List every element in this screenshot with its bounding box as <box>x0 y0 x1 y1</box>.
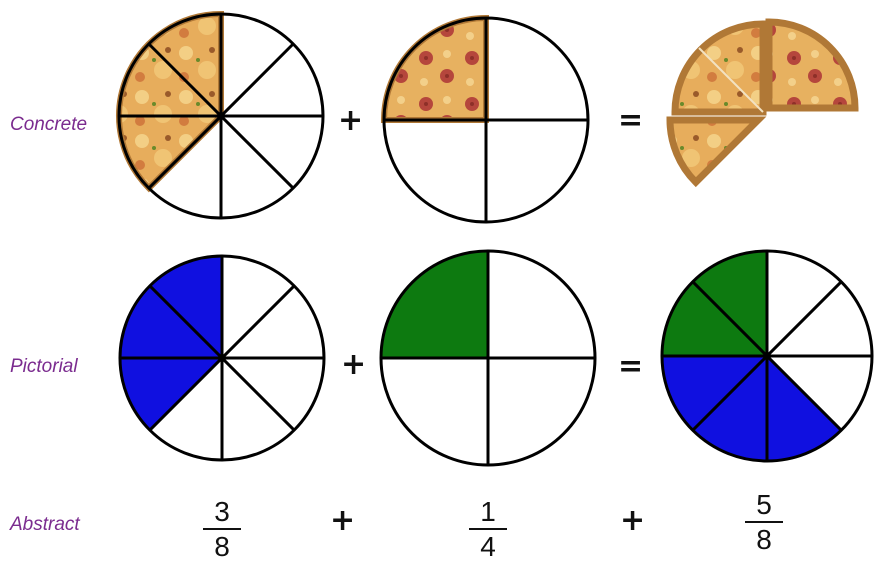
equals-operator: = <box>618 103 644 138</box>
green-eighths <box>662 251 767 356</box>
concrete-eighths-pizza-circle <box>116 10 325 220</box>
plus-operator: + <box>620 503 646 538</box>
eighths-dividers <box>662 251 872 461</box>
fraction-bar <box>745 521 783 523</box>
fraction-numerator: 5 <box>756 489 772 520</box>
row-label-pictorial: Pictorial <box>10 356 78 377</box>
blue-eighth <box>662 356 767 431</box>
fraction-bar <box>203 528 241 530</box>
shaded-eighth <box>120 285 222 358</box>
blue-eighths <box>662 356 842 461</box>
pictorial-quarters-circle <box>379 249 597 467</box>
concrete-quarters-pizza-circle <box>380 14 590 224</box>
equals-operator: = <box>618 349 644 384</box>
green-eighth <box>662 281 767 356</box>
blue-eighth <box>692 356 767 461</box>
pizza-slice-icon <box>666 116 767 188</box>
fraction-one-quarter: 1 4 <box>463 498 513 561</box>
green-eighth <box>692 251 767 356</box>
row-label-concrete: Concrete <box>10 114 88 135</box>
pictorial-eighths-circle <box>118 254 326 462</box>
plus-operator: + <box>330 503 356 538</box>
shaded-eighth <box>149 256 222 358</box>
slice-cut <box>698 47 764 113</box>
plus-operator: + <box>341 347 367 382</box>
fraction-denominator: 8 <box>756 524 772 555</box>
quarters-dividers <box>381 251 595 465</box>
eighths-dividers <box>120 256 324 460</box>
fraction-bar <box>469 528 507 530</box>
fraction-five-eighths: 5 8 <box>739 491 789 554</box>
fraction-three-eighths: 3 8 <box>197 498 247 561</box>
row-label-abstract: Abstract <box>10 514 80 535</box>
fraction-denominator: 4 <box>480 531 496 562</box>
fraction-numerator: 3 <box>214 496 230 527</box>
plus-operator: + <box>338 103 364 138</box>
fraction-numerator: 1 <box>480 496 496 527</box>
quarters-dividers <box>384 18 588 222</box>
pizza-slice-icon <box>765 18 859 112</box>
fraction-denominator: 8 <box>214 531 230 562</box>
shaded-quarter <box>381 251 488 358</box>
shaded-eighths <box>120 256 222 431</box>
pictorial-result-circle <box>660 249 874 463</box>
blue-eighth <box>767 356 842 461</box>
concrete-result-pizza <box>666 18 859 188</box>
shaded-eighth <box>120 358 222 431</box>
eighths-dividers <box>119 14 323 218</box>
